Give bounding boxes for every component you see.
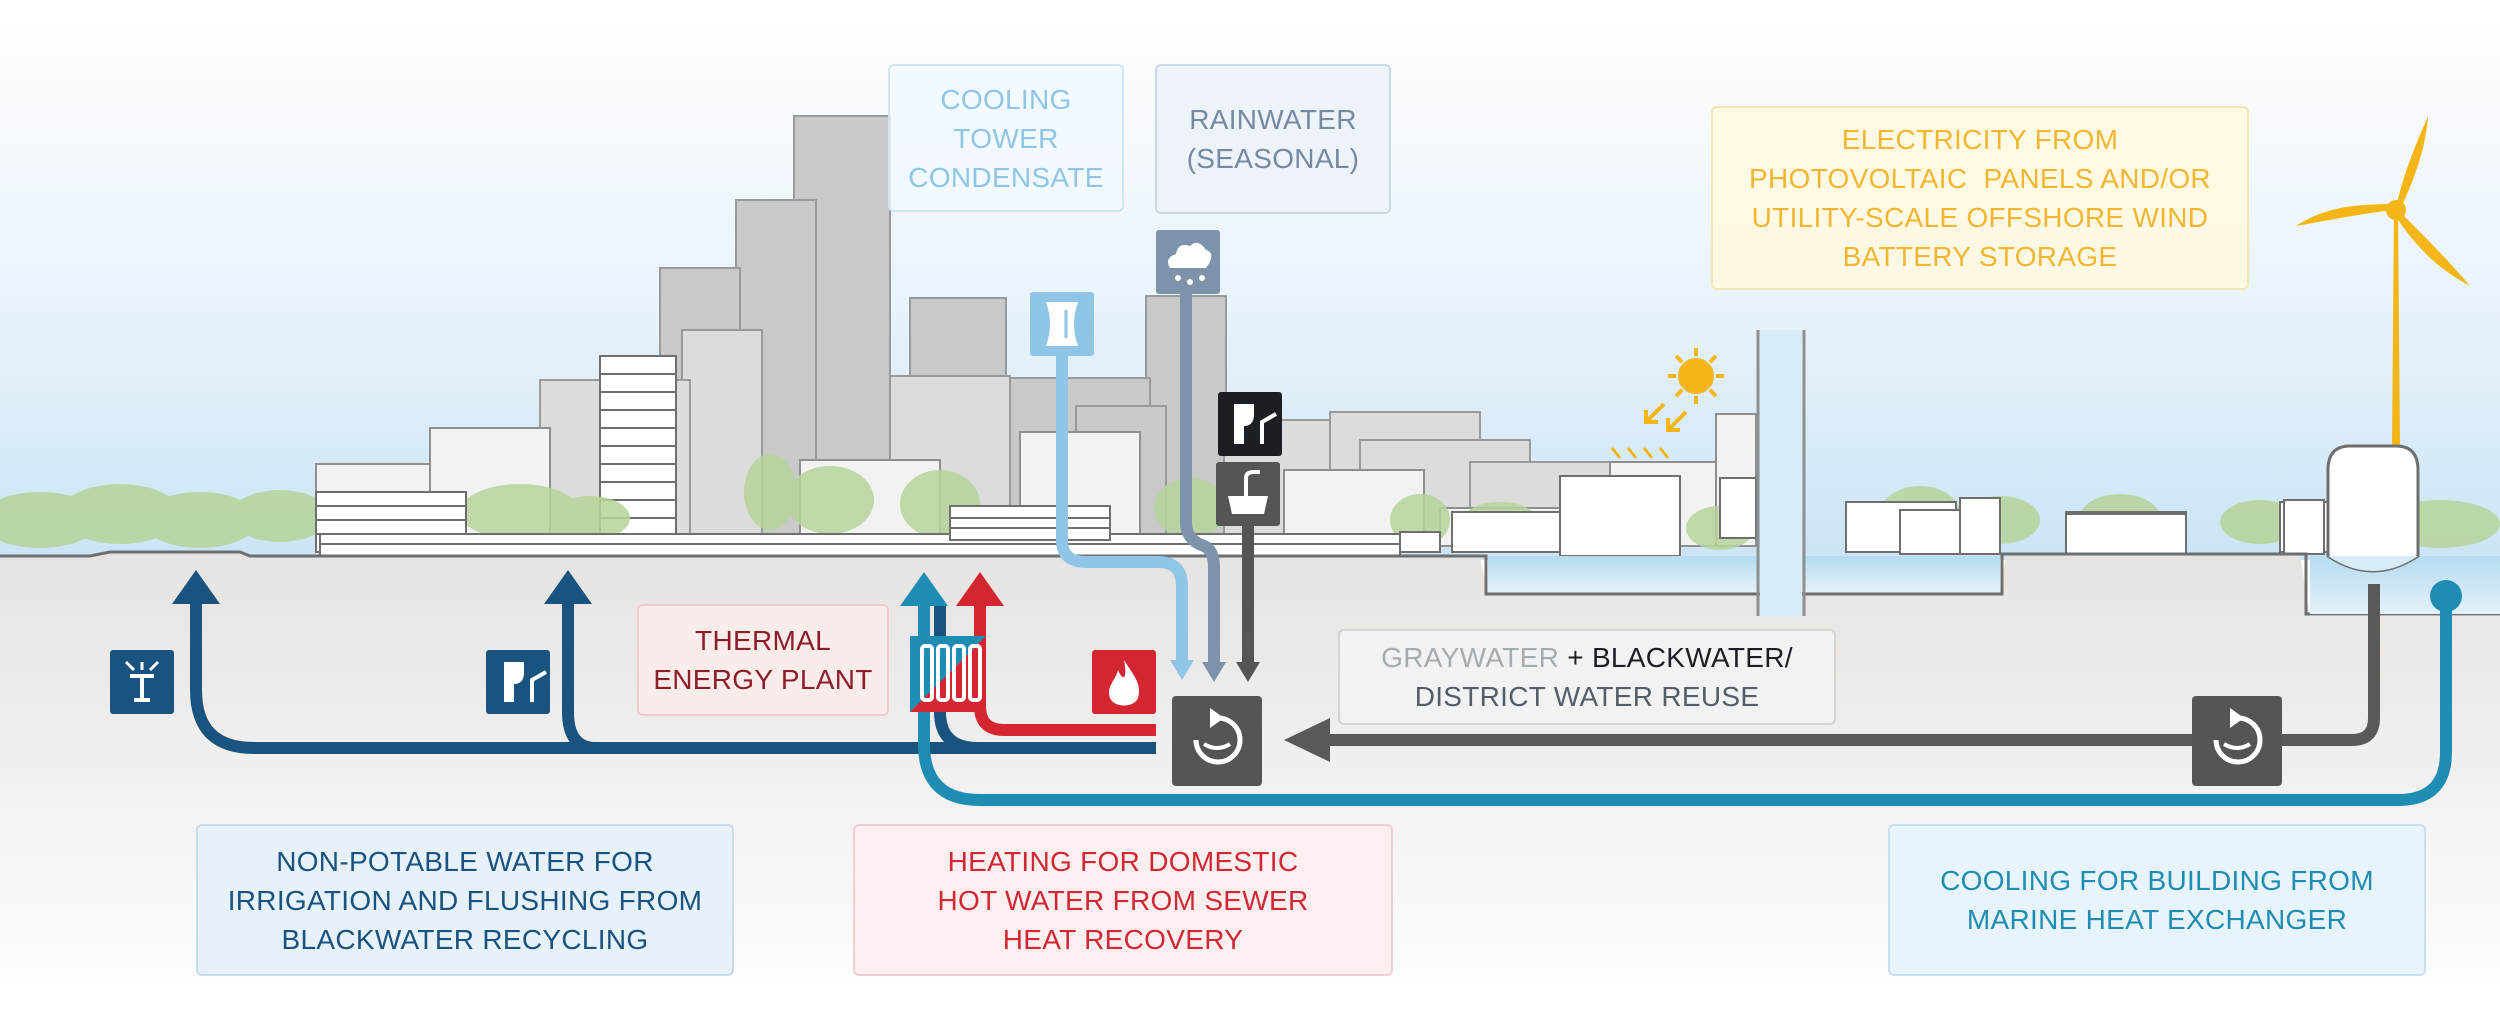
non-potable-arrow-left [172, 570, 220, 604]
label-line: IRRIGATION AND FLUSHING FROM [227, 884, 703, 916]
blackwater-word: BLACKWATER/ [1591, 642, 1793, 673]
podiums [315, 475, 2391, 557]
cooling-arrow [900, 572, 948, 606]
label-line: NON-POTABLE WATER FOR [276, 845, 654, 877]
cooling-intake-node [2430, 580, 2462, 612]
canal-channel-water [1760, 330, 1802, 616]
wind-turbine-icon [2296, 116, 2470, 448]
solar-panels [1610, 447, 1670, 459]
harbor-water [2310, 556, 2500, 614]
label-line: HOT WATER FROM SEWER [937, 884, 1309, 916]
graywater-return-pipe [1330, 584, 2380, 746]
graywater-blackwater-label: GRAYWATER + BLACKWATER/ DISTRICT WATER R… [1338, 629, 1836, 725]
toilet-flush-icon [486, 650, 550, 714]
label-line: CONDENSATE [908, 161, 1104, 193]
cooling-pipe [918, 596, 2452, 806]
heating-arrow [956, 572, 1004, 606]
rainwater-seasonal-label: RAINWATER (SEASONAL) [1155, 64, 1391, 214]
label-line: HEAT RECOVERY [1002, 923, 1244, 955]
graywater-word: GRAYWATER [1381, 642, 1560, 673]
label-line: ENERGY PLANT [653, 664, 873, 695]
label-line: COOLING FOR BUILDING FROM [1940, 865, 2374, 896]
label-line: (SEASONAL) [1186, 143, 1360, 174]
ground-outline [0, 550, 2500, 616]
cooling-building-label: COOLING FOR BUILDING FROM MARINE HEAT EX… [1888, 824, 2426, 976]
sprinkler-icon [110, 650, 174, 714]
label-line: ELECTRICITY FROM [1841, 124, 2119, 155]
heat-exchanger-tank-icon [2326, 444, 2420, 573]
rainwater-arrow [1202, 662, 1226, 682]
label-line: RAINWATER [1189, 104, 1357, 135]
recycle-icon-harbor [2192, 696, 2282, 786]
label-line: MARINE HEAT EXCHANGER [1966, 904, 2348, 935]
condensate-pipe [1056, 350, 1188, 662]
canal-channel [1756, 330, 1806, 616]
canal-water [1488, 556, 2000, 592]
label-line: BATTERY STORAGE [1842, 241, 2118, 272]
flame-icon [1092, 650, 1156, 714]
label-line: COOLING [940, 83, 1072, 115]
non-potable-arrow-mid [544, 570, 592, 604]
graywater-arrow [1284, 718, 1330, 762]
sun-icon [1644, 348, 1724, 432]
non-potable-pipe [190, 600, 1156, 754]
thermal-energy-plant-label: THERMAL ENERGY PLANT [637, 604, 889, 716]
label-line: THERMAL [695, 625, 831, 656]
label-line: HEATING FOR DOMESTIC [947, 845, 1299, 877]
toilet-flush-icon-blackwater [1218, 392, 1282, 456]
label-line: PHOTOVOLTAIC PANELS AND/OR [1749, 163, 2211, 194]
waterfront-buildings [1899, 497, 2325, 555]
blackwater-arrow [1236, 662, 1260, 682]
label-line: BLACKWATER RECYCLING [281, 923, 649, 955]
cooling-tower-condensate-label: COOLING TOWER CONDENSATE [888, 64, 1124, 212]
non-potable-water-label: NON-POTABLE WATER FOR IRRIGATION AND FLU… [196, 824, 734, 976]
plus-sign: + [1559, 642, 1592, 673]
condensate-arrow [1170, 660, 1194, 680]
heating-label: HEATING FOR DOMESTIC HOT WATER FROM SEWE… [853, 824, 1393, 976]
label-line: GRAYWATER + BLACKWATER/ [1381, 638, 1793, 677]
electricity-label: ELECTRICITY FROM PHOTOVOLTAIC PANELS AND… [1711, 106, 2249, 290]
cooling-tower-icon [1030, 292, 1094, 356]
label-line: TOWER [953, 122, 1059, 154]
label-line: DISTRICT WATER REUSE [1414, 681, 1760, 712]
rainwater-pipe [1180, 292, 1220, 664]
radiator-icon [910, 636, 986, 712]
rain-cloud-icon [1156, 230, 1220, 294]
sink-icon [1216, 462, 1280, 526]
recycle-icon [1172, 696, 1262, 786]
label-line: UTILITY-SCALE OFFSHORE WIND [1751, 202, 2209, 233]
